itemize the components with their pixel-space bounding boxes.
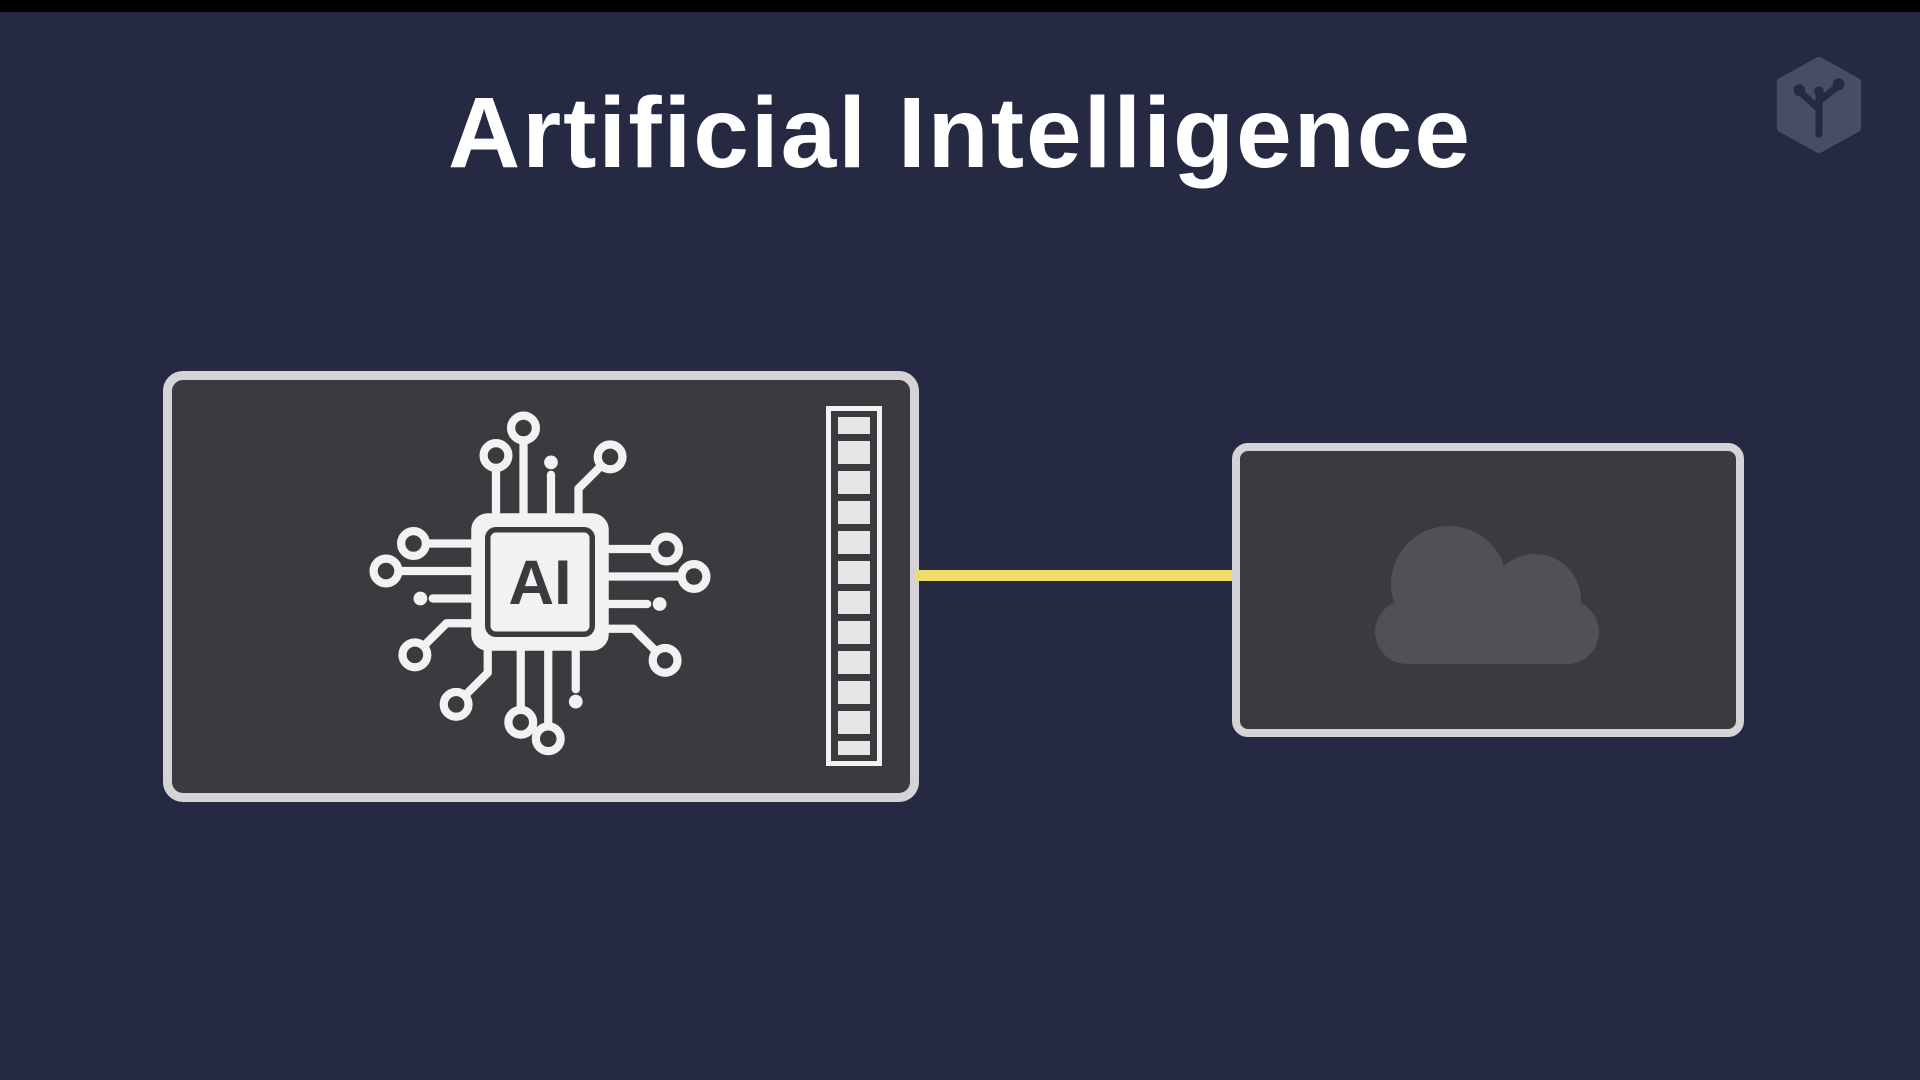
page-title: Artificial Intelligence — [447, 77, 1473, 189]
ai-chip-icon: AI — [369, 411, 711, 756]
connector-line — [915, 570, 1237, 581]
letterbox-bar — [0, 0, 1920, 12]
cloud-icon — [1375, 526, 1599, 664]
chip-label: AI — [508, 548, 571, 618]
brand-logo-icon — [1776, 56, 1862, 154]
memory-port-icon — [826, 406, 882, 766]
